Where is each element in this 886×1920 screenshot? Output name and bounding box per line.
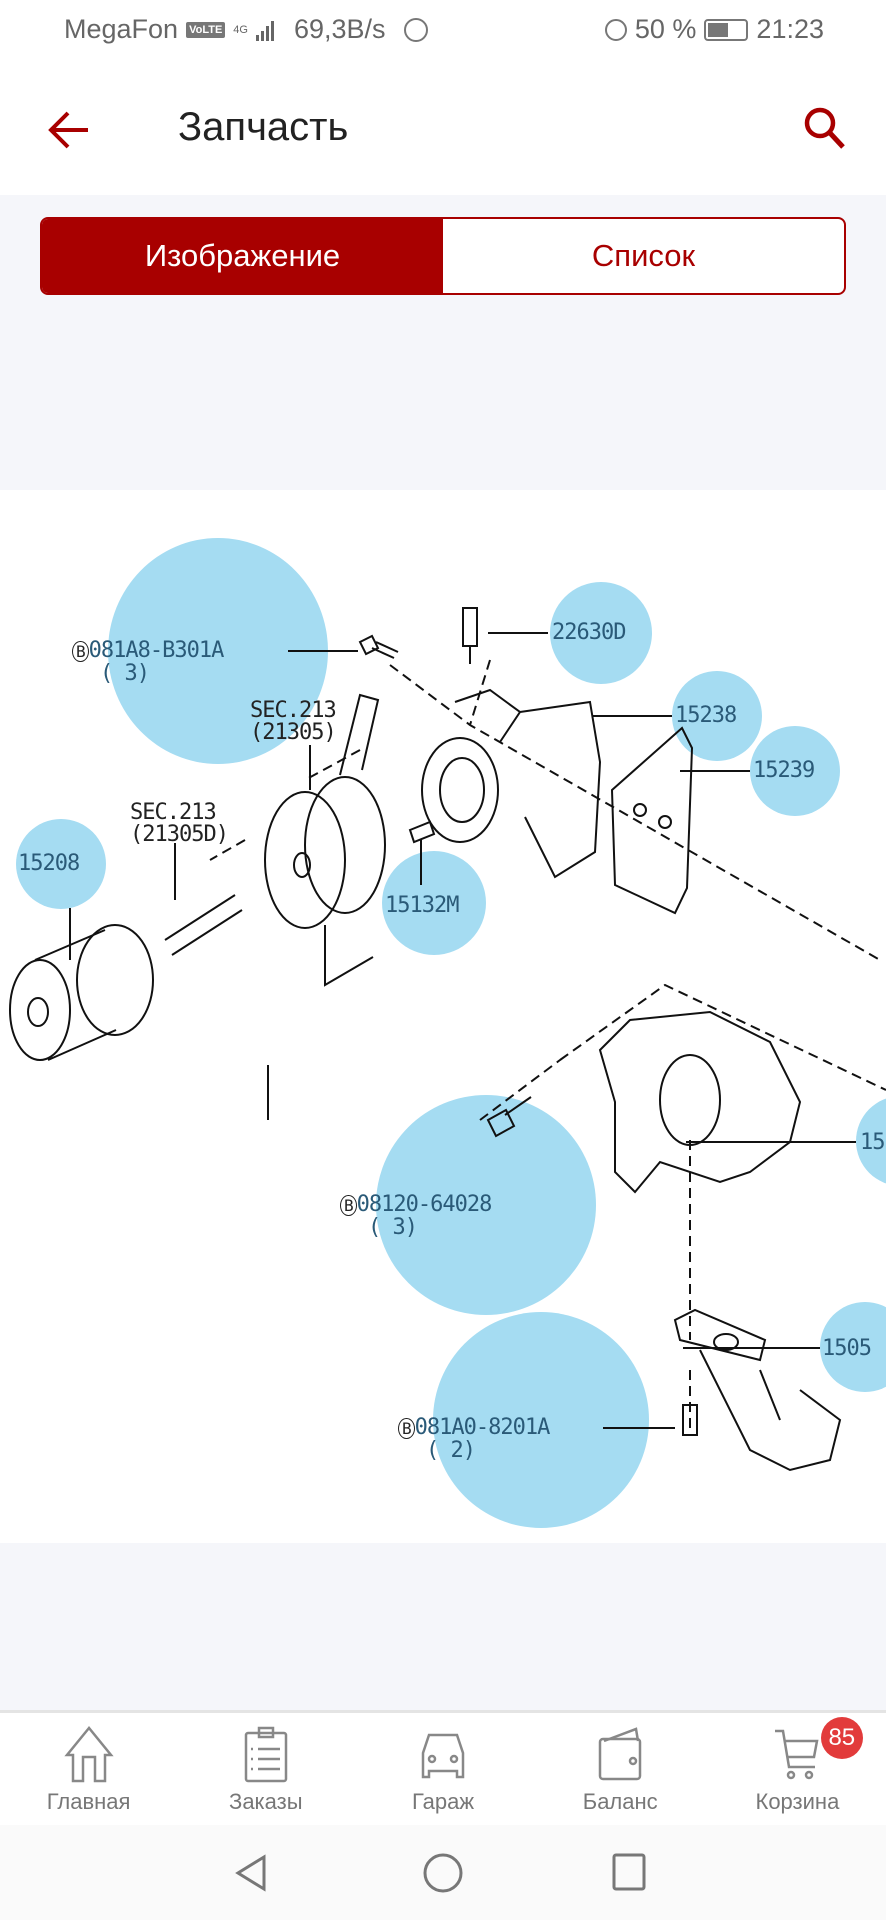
hotspot-081A0-8201A[interactable] — [433, 1312, 649, 1528]
callout-15132M[interactable]: 15132M — [385, 893, 459, 918]
hotspot-15239[interactable] — [750, 726, 840, 816]
callout-15208[interactable]: 15208 — [18, 851, 80, 876]
tab-image[interactable]: Изображение — [42, 219, 443, 293]
bottom-nav: Главная Заказы Гараж Баланс Корзина 85 — [0, 1710, 886, 1825]
hotspot-15208[interactable] — [16, 819, 106, 909]
search-button[interactable] — [800, 103, 850, 153]
tab-list[interactable]: Список — [591, 238, 696, 273]
nav-balance[interactable]: Баланс — [532, 1713, 709, 1825]
system-home-button[interactable] — [421, 1853, 465, 1902]
cart-count-badge: 85 — [820, 1717, 863, 1759]
callout-22630D[interactable]: 22630D — [552, 620, 626, 645]
search-icon — [804, 107, 845, 149]
ref-sec213-21305: SEC.213(21305) — [250, 698, 337, 745]
system-nav-bar — [0, 1825, 886, 1920]
whatsapp-icon — [403, 17, 428, 42]
nav-home[interactable]: Главная — [0, 1713, 177, 1825]
clipboard-icon — [244, 1726, 288, 1783]
status-bar: MegaFon VoLTE 4G 69,3B/s 50 % 21:23 — [0, 0, 886, 75]
system-recents-button[interactable] — [610, 1853, 650, 1898]
wallet-icon — [598, 1727, 642, 1781]
hotspot-15238[interactable] — [672, 671, 762, 761]
net-speed: 69,3B/s — [293, 14, 386, 44]
view-toggle: Изображение Список — [40, 217, 846, 295]
home-icon — [63, 1726, 114, 1783]
battery-icon — [704, 18, 749, 41]
nav-orders[interactable]: Заказы — [177, 1713, 354, 1825]
hotspot-15132M[interactable] — [382, 851, 486, 955]
clock: 21:23 — [756, 14, 824, 44]
signal-icon — [255, 19, 274, 41]
arrow-left-icon — [48, 111, 88, 149]
hotspot-1505[interactable] — [820, 1302, 886, 1392]
callout-15238[interactable]: 15238 — [675, 703, 737, 728]
callout-15[interactable]: 15 — [860, 1130, 885, 1155]
network-type: 4G — [233, 23, 248, 36]
page-title: Запчасть — [178, 105, 349, 149]
circle-home-icon — [423, 1853, 463, 1893]
battery-percent: 50 % — [634, 14, 697, 44]
volte-icon: VoLTE — [186, 21, 226, 38]
back-button[interactable] — [44, 105, 94, 155]
hotspot-08120-64028[interactable] — [376, 1095, 596, 1315]
callout-15239[interactable]: 15239 — [753, 758, 815, 783]
cart-icon — [775, 1729, 819, 1780]
bolt-marker-icon: B — [398, 1418, 415, 1439]
callout-1505[interactable]: 1505 — [822, 1336, 872, 1361]
bolt-marker-icon: B — [72, 641, 89, 662]
exploded-view-drawing — [9, 607, 886, 1472]
nav-cart[interactable]: Корзина 85 — [709, 1713, 886, 1825]
square-recents-icon — [612, 1853, 646, 1891]
carrier: MegaFon — [64, 14, 179, 44]
alarm-icon — [604, 18, 627, 41]
bolt-marker-icon: B — [340, 1195, 357, 1216]
app-header: Запчасть — [0, 75, 886, 195]
triangle-back-icon — [235, 1854, 266, 1892]
hotspot-22630D[interactable] — [550, 582, 652, 684]
system-back-button[interactable] — [232, 1853, 272, 1898]
car-icon — [421, 1733, 465, 1779]
nav-garage[interactable]: Гараж — [354, 1713, 531, 1825]
ref-sec213-21305d: SEC.213(21305D) — [130, 800, 229, 847]
